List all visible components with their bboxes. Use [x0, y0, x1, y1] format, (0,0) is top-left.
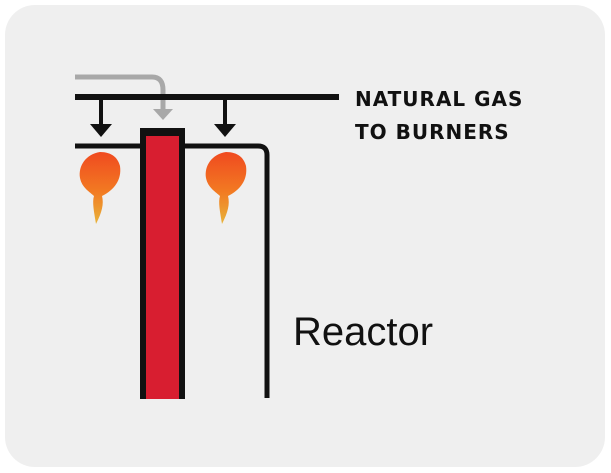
gas-label-line2: TO BURNERS — [355, 120, 510, 144]
diagram-card — [5, 5, 605, 467]
reactor-label: Reactor — [293, 310, 433, 354]
arrowhead-left-icon — [90, 124, 112, 137]
gas-label-line1: NATURAL GAS — [355, 87, 523, 111]
reactor-tube-fill — [146, 136, 179, 399]
feed-pipe — [75, 74, 166, 112]
furnace-roof-right-wall — [185, 143, 270, 398]
flame-right-icon — [205, 152, 247, 224]
feed-arrowhead — [153, 109, 173, 120]
flame-left-icon — [79, 152, 121, 224]
arrowhead-right-icon — [214, 124, 236, 137]
